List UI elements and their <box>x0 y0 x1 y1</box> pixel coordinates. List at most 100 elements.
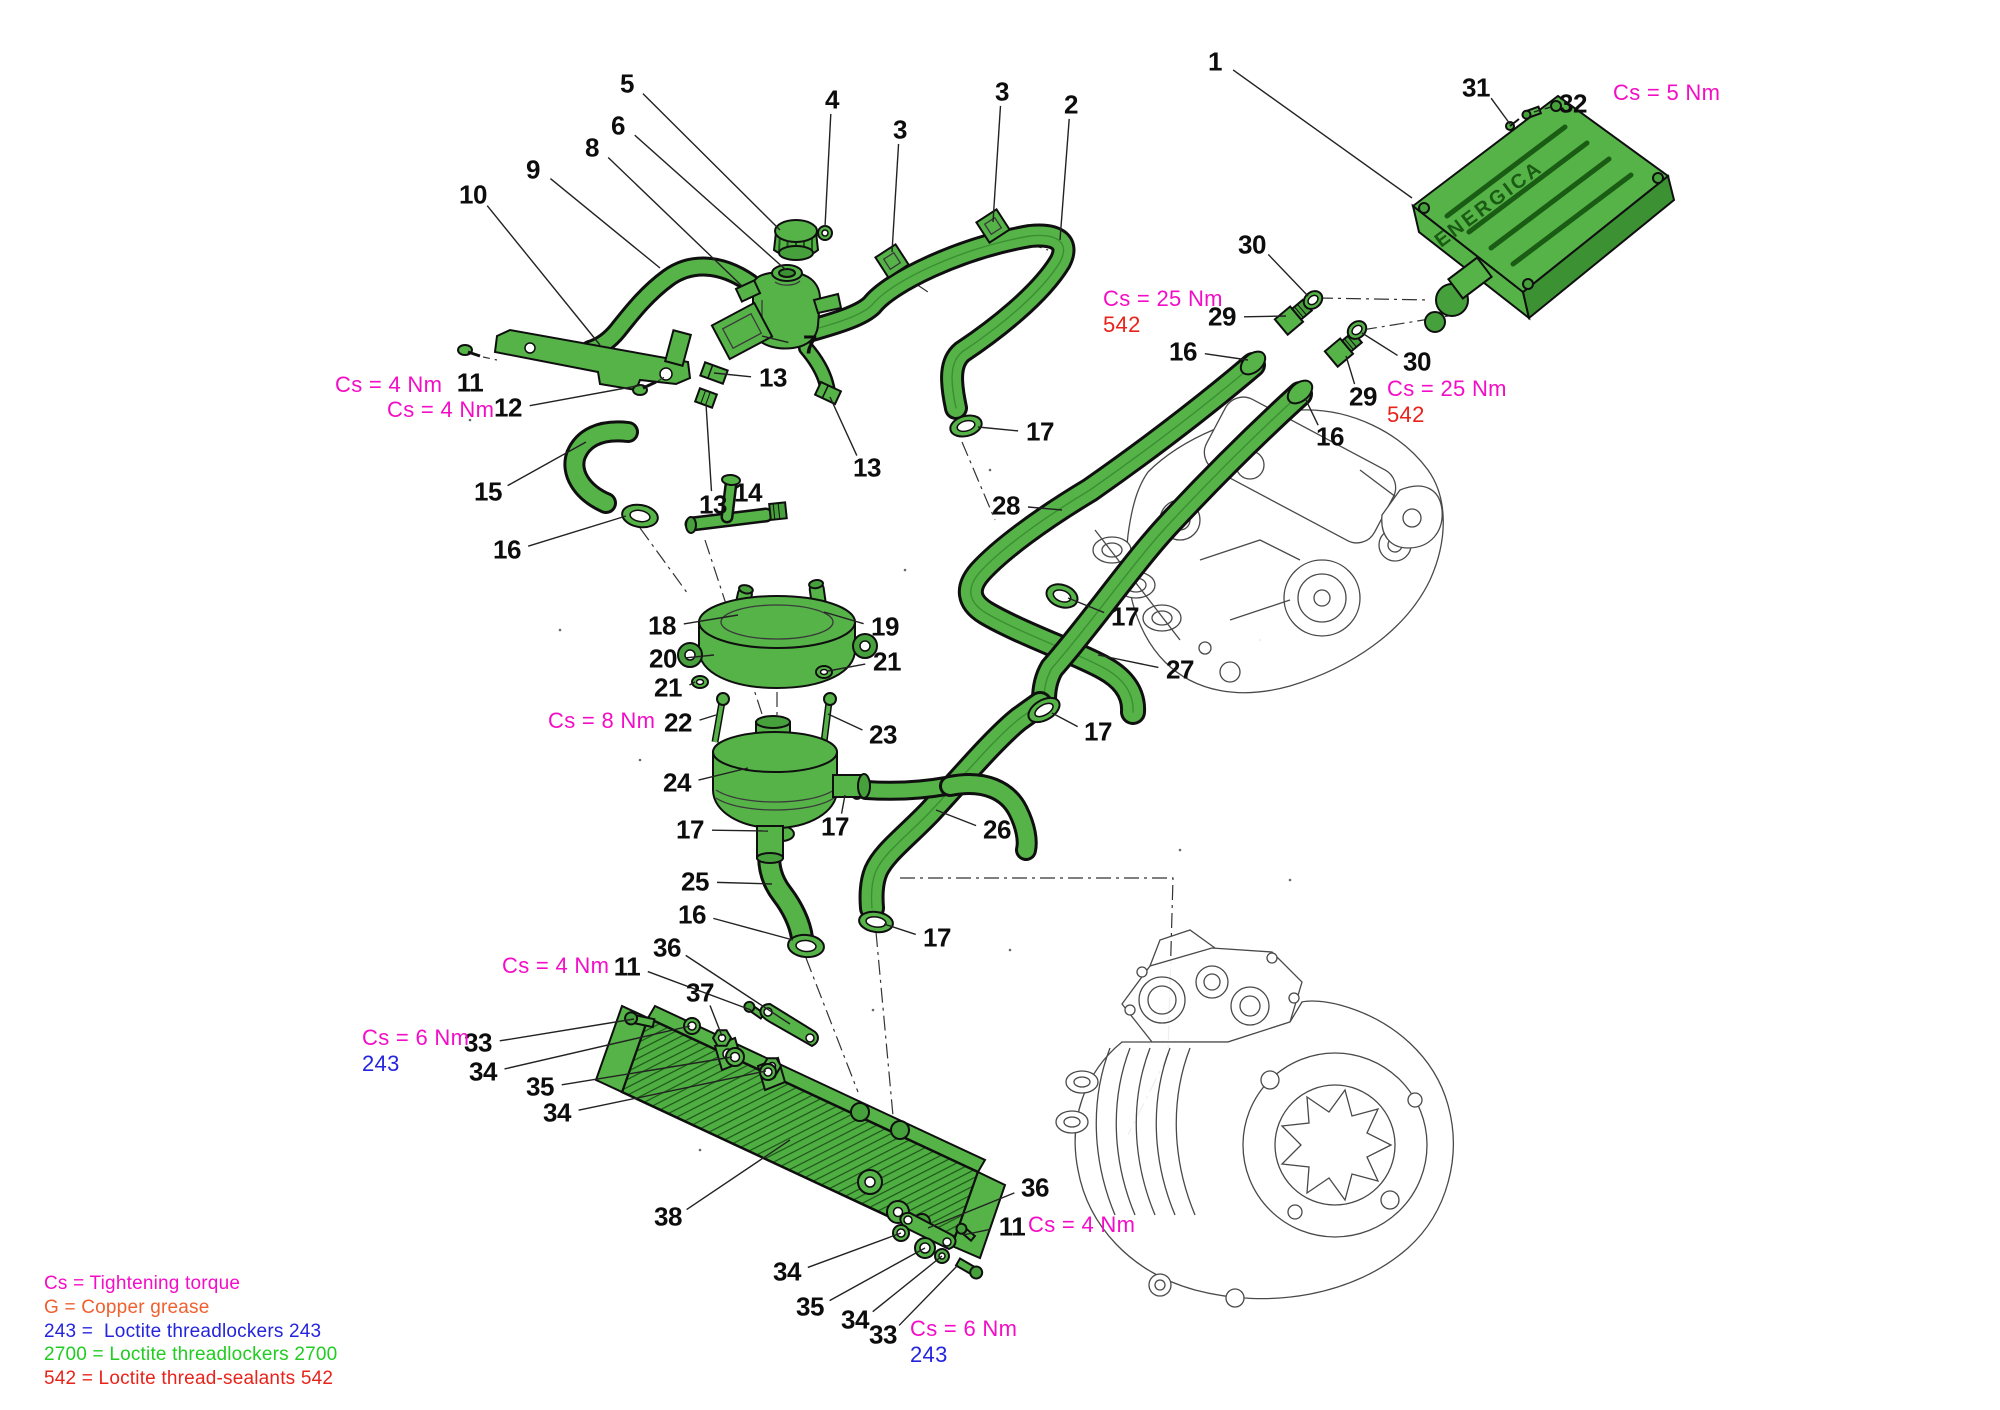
screw-22 <box>711 692 730 743</box>
torque-annotation-line: 542 <box>1103 312 1141 337</box>
part-label-29: 29 <box>1349 381 1377 412</box>
legend-item: 2700 = Loctite threadlockers 2700 <box>44 1344 338 1366</box>
leader-line-35 <box>561 1056 733 1086</box>
leader-line-9 <box>549 178 661 269</box>
part-label-33: 33 <box>464 1027 492 1058</box>
leader-line-30 <box>1361 332 1398 357</box>
leader-line-17 <box>840 794 846 814</box>
leader-line-27 <box>1097 654 1159 669</box>
part-label-16: 16 <box>1169 336 1197 367</box>
part-label-1: 1 <box>1208 46 1222 77</box>
part-label-34: 34 <box>469 1056 497 1087</box>
torque-annotation-4: Cs = 4 Nm <box>335 372 442 398</box>
leader-line-17 <box>711 829 769 832</box>
leader-line-5 <box>642 93 781 231</box>
torque-annotation-line: Cs = 6 Nm <box>362 1025 470 1050</box>
leader-line-16 <box>1204 353 1249 361</box>
part-label-13: 13 <box>853 452 881 483</box>
tank-cap <box>772 219 820 261</box>
leader-line-4 <box>824 113 832 228</box>
part-label-30: 30 <box>1403 346 1431 377</box>
leader-line-8 <box>607 156 743 287</box>
leader-line-30 <box>1267 253 1309 297</box>
part-label-36: 36 <box>653 932 681 963</box>
radiator <box>594 1000 1007 1280</box>
bracket-screw-12 <box>632 375 667 396</box>
part-label-36: 36 <box>1021 1172 1049 1203</box>
part-label-17: 17 <box>1111 601 1139 632</box>
part-label-11: 11 <box>456 367 484 398</box>
part-label-33: 33 <box>869 1319 897 1350</box>
torque-annotation-5: Cs = 4 Nm <box>387 397 494 423</box>
leader-line-21 <box>827 663 866 672</box>
part-label-13: 13 <box>699 489 727 520</box>
tank-pad-7 <box>710 301 774 361</box>
leader-line-17 <box>1067 597 1105 614</box>
leader-line-34 <box>578 1070 767 1111</box>
torque-annotation-7: Cs = 4 Nm <box>502 953 609 979</box>
part-label-16: 16 <box>1316 421 1344 452</box>
part-label-22: 22 <box>664 707 692 738</box>
part-label-34: 34 <box>841 1304 869 1335</box>
expansion-tank <box>710 219 843 361</box>
t-fitting-14 <box>685 501 788 534</box>
torque-annotation-line: Cs = 4 Nm <box>387 397 495 422</box>
speckles <box>468 418 1292 1152</box>
part-label-16: 16 <box>493 534 521 565</box>
leader-line-36 <box>685 954 791 1025</box>
legend-item: G = Copper grease <box>44 1296 210 1318</box>
part-label-16: 16 <box>678 899 706 930</box>
rubber-pads <box>874 208 1011 279</box>
leader-line-16 <box>527 515 627 547</box>
leader-line-22 <box>699 714 717 721</box>
torque-annotation-line: Cs = 25 Nm <box>1387 376 1507 401</box>
leader-line-17 <box>1051 712 1078 728</box>
part-label-29: 29 <box>1208 301 1236 332</box>
torque-annotation-line: Cs = 25 Nm <box>1103 286 1223 311</box>
part-label-30: 30 <box>1238 229 1266 260</box>
part-label-17: 17 <box>1084 716 1112 747</box>
leader-line-38 <box>686 1139 791 1211</box>
motor-line-art <box>1055 929 1454 1308</box>
legend-item: Cs = Tightening torque <box>44 1273 241 1294</box>
leader-line-3 <box>891 143 900 253</box>
part-label-34: 34 <box>773 1256 801 1287</box>
part-label-28: 28 <box>992 490 1020 521</box>
leader-line-32 <box>1533 106 1552 113</box>
leader-line-15 <box>507 441 587 487</box>
leader-line-29 <box>1243 315 1287 318</box>
leader-line-36 <box>927 1192 1015 1229</box>
part-label-24: 24 <box>663 767 691 798</box>
leader-line-34 <box>807 1232 902 1269</box>
radiator-port-top <box>850 1102 870 1122</box>
leader-line-11 <box>647 970 752 1011</box>
legend-item: 542 = Loctite thread-sealants 542 <box>44 1368 334 1390</box>
leader-line-2 <box>1059 118 1070 241</box>
leader-line-23 <box>827 713 863 731</box>
torque-annotation-1: Cs = 5 Nm <box>1613 80 1720 106</box>
leader-line-26 <box>935 809 977 827</box>
leader-line-21 <box>689 681 696 686</box>
legend-item: 243 = Loctite threadlockers 243 <box>44 1320 322 1342</box>
part-label-21: 21 <box>654 672 682 703</box>
part-label-34: 34 <box>543 1097 571 1128</box>
torque-annotation-line: 243 <box>910 1342 948 1367</box>
torque-annotation-line: 243 <box>362 1051 400 1076</box>
torque-annotation-9: Cs = 4 Nm <box>1028 1212 1135 1238</box>
leader-line-28 <box>1027 506 1063 511</box>
part-label-21: 21 <box>873 646 901 677</box>
part-label-12: 12 <box>494 392 522 423</box>
leader-line-7 <box>761 335 789 344</box>
part-label-5: 5 <box>620 68 634 99</box>
leader-line-35 <box>829 1247 926 1302</box>
torque-annotation-line: Cs = 5 Nm <box>1613 80 1721 105</box>
part-label-17: 17 <box>676 814 704 845</box>
inverter-unit: ENERGICA <box>1411 94 1676 333</box>
screw-23 <box>820 692 837 743</box>
leader-line-34 <box>504 1025 691 1070</box>
